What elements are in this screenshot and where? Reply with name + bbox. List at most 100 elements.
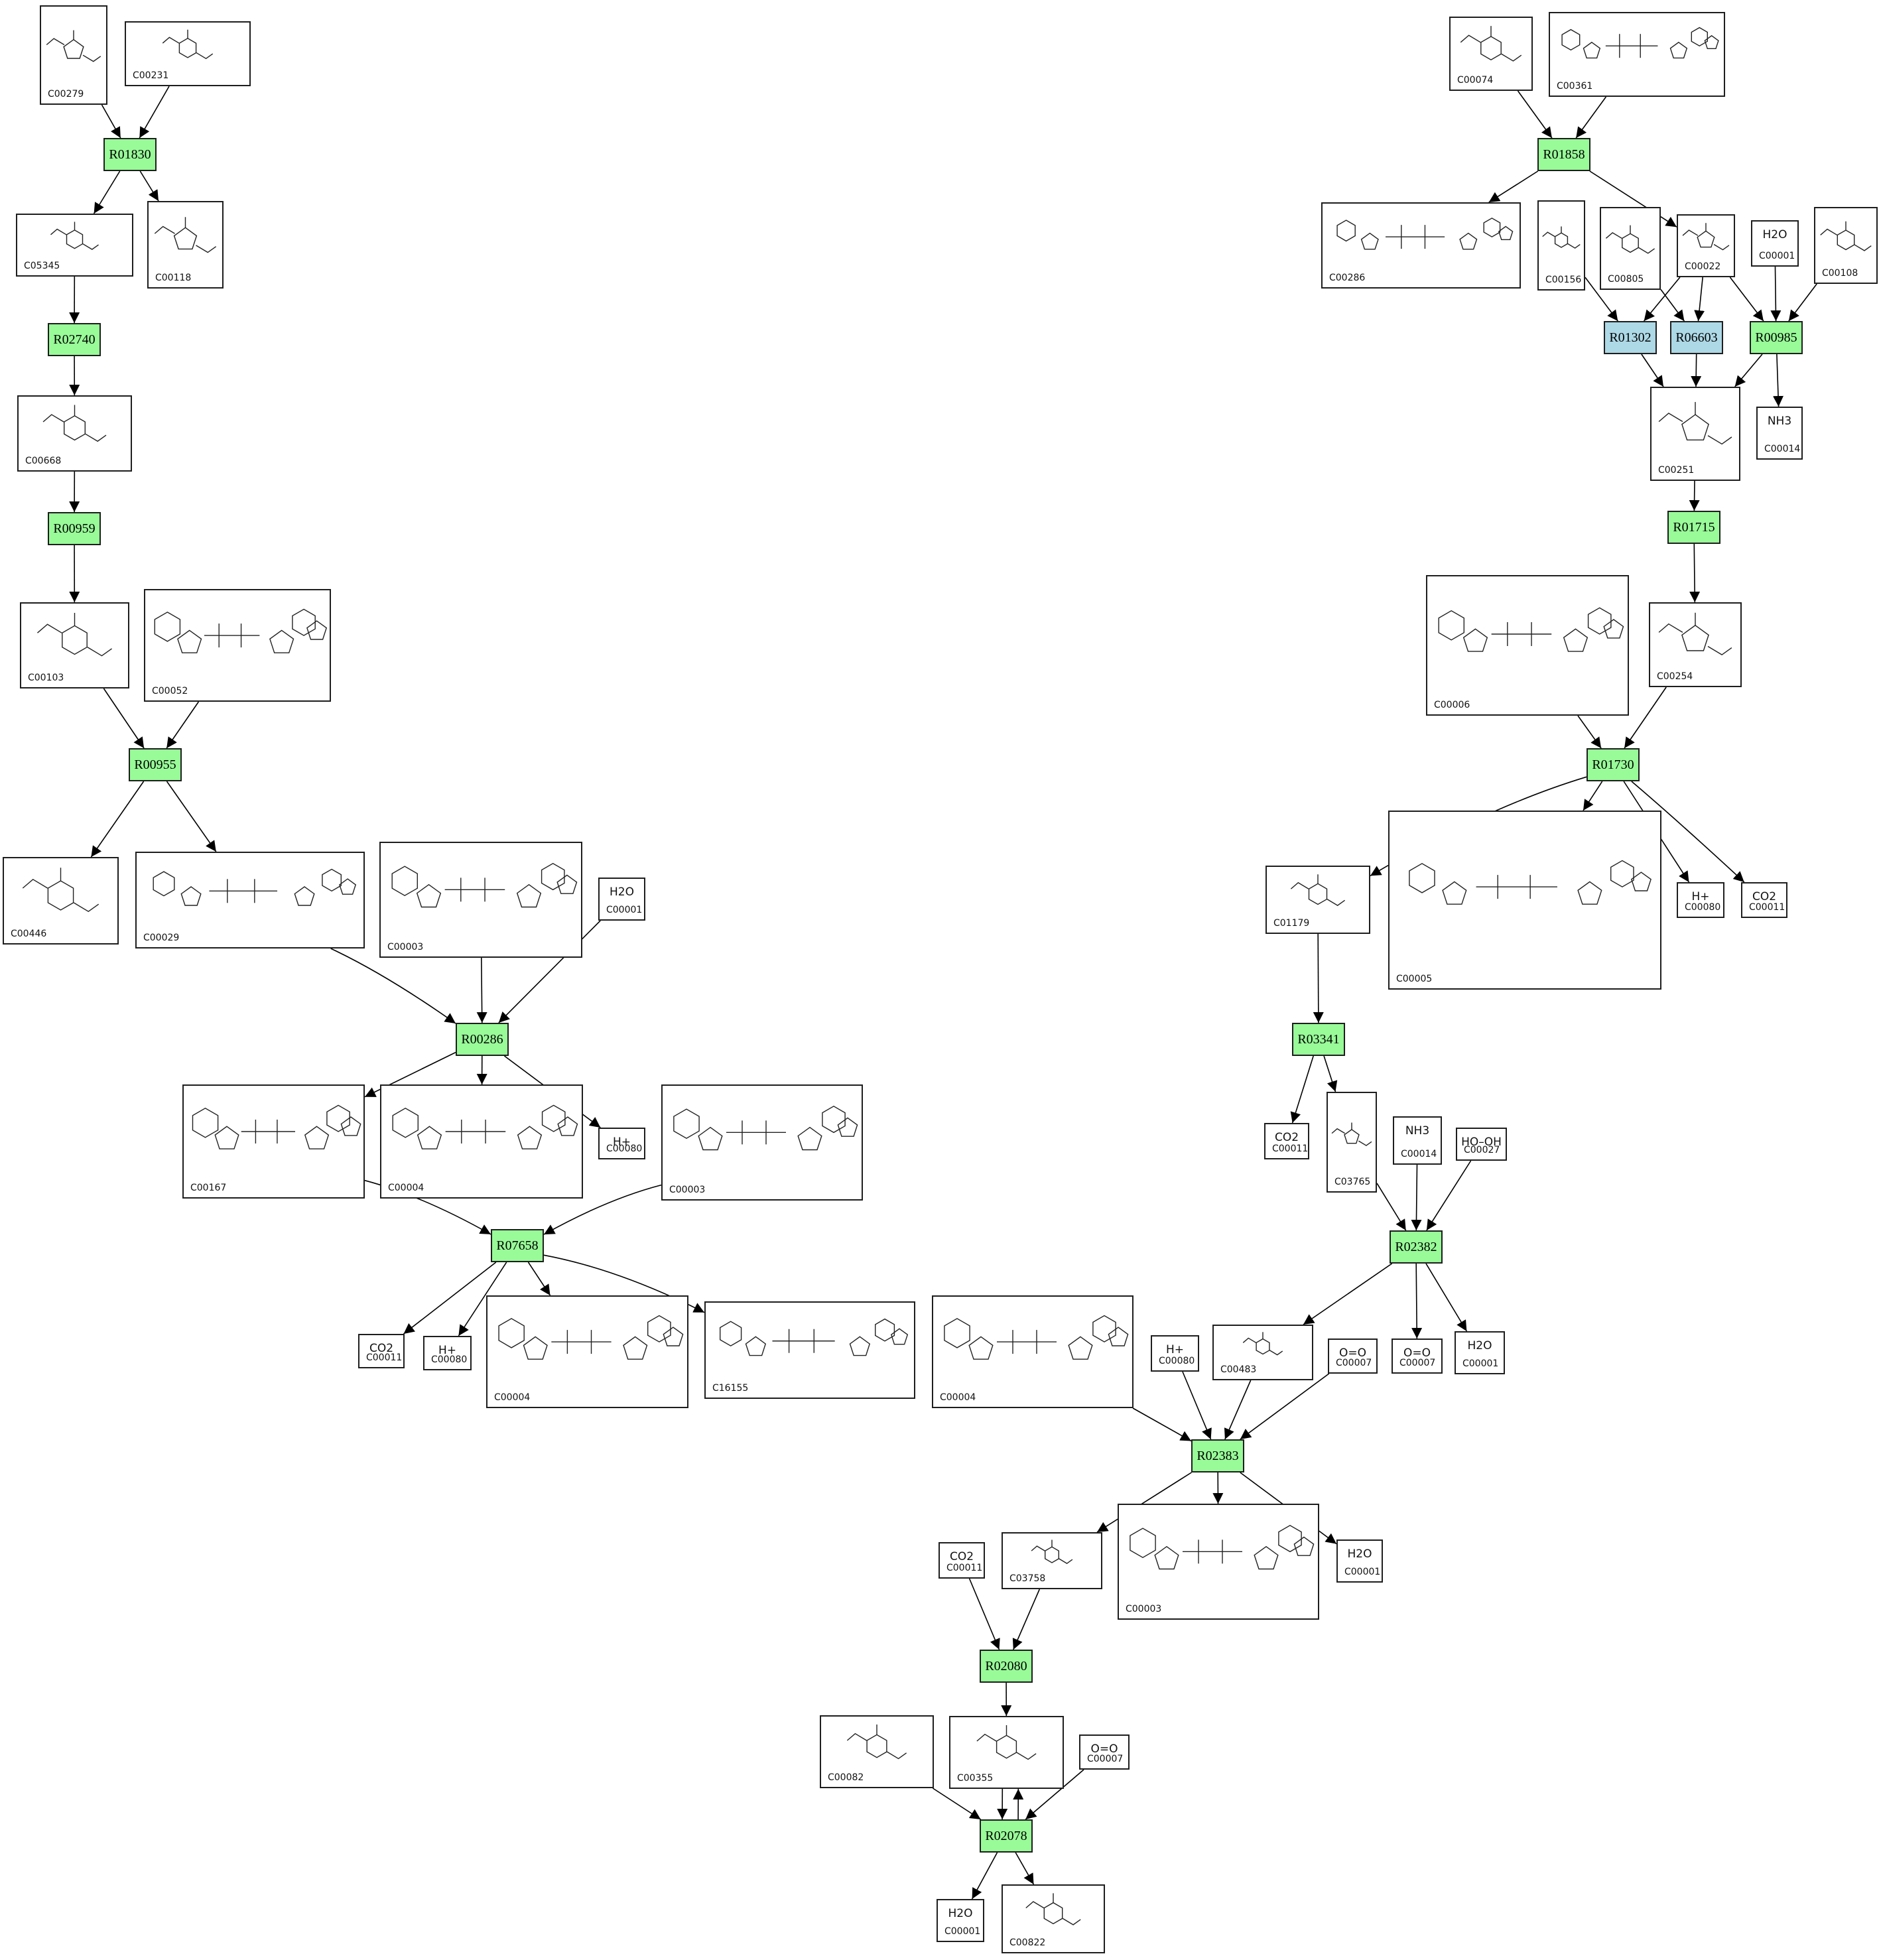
compound-id-label: C00007 bbox=[1399, 1358, 1436, 1368]
reaction-r02382[interactable]: R02382 bbox=[1390, 1230, 1443, 1264]
edge-r7-c25 bbox=[1589, 170, 1677, 228]
edge-c52-r17 bbox=[1025, 1769, 1084, 1820]
edge-r14-c45 bbox=[1425, 1263, 1468, 1332]
compound-id-label: C00156 bbox=[1545, 275, 1582, 285]
structure-drawing bbox=[154, 608, 328, 653]
reaction-r02383[interactable]: R02383 bbox=[1191, 1439, 1244, 1472]
structure-drawing bbox=[1025, 1893, 1081, 1926]
structure-drawing bbox=[846, 1724, 907, 1760]
reaction-r00286[interactable]: R00286 bbox=[456, 1023, 509, 1056]
compound-formula: H2O bbox=[1762, 228, 1787, 241]
reaction-r03341[interactable]: R03341 bbox=[1292, 1023, 1345, 1056]
compound-c00082: C00082 bbox=[820, 1715, 934, 1788]
compound-formula: H+ bbox=[612, 1136, 631, 1149]
edge-c20-r7 bbox=[1517, 90, 1553, 139]
edge-r10-c28 bbox=[1734, 354, 1763, 387]
edge-c11-r5 bbox=[498, 920, 601, 1023]
structure-drawing bbox=[1658, 612, 1732, 655]
compound-formula: HO–OH bbox=[1461, 1136, 1502, 1149]
compound-c00361: C00361 bbox=[1549, 12, 1725, 97]
compound-id-label: C16155 bbox=[712, 1383, 749, 1394]
compound-formula: H2O bbox=[1467, 1339, 1492, 1352]
compound-c00004: C00004 bbox=[380, 1084, 583, 1199]
compound-c00118: C00118 bbox=[147, 201, 224, 289]
structure-drawing bbox=[944, 1315, 1129, 1360]
reaction-r01830[interactable]: R01830 bbox=[103, 138, 157, 171]
compound-id-label: C00011 bbox=[1272, 1143, 1309, 1154]
compound-id-label: C00103 bbox=[28, 673, 64, 683]
structure-drawing bbox=[392, 1104, 578, 1149]
structure-drawing bbox=[391, 862, 578, 908]
edge-r5-c12 bbox=[364, 1051, 456, 1098]
reaction-r00959[interactable]: R00959 bbox=[48, 512, 101, 545]
compound-id-label: C00006 bbox=[1434, 700, 1470, 710]
compound-id-label: C00029 bbox=[143, 933, 180, 943]
compound-id-label: C00231 bbox=[133, 70, 169, 81]
compound-c00004: C00004 bbox=[932, 1295, 1134, 1408]
compound-c00108: C00108 bbox=[1814, 207, 1878, 284]
edge-c31-r12 bbox=[1624, 686, 1667, 749]
compound-id-label: C00001 bbox=[1344, 1567, 1381, 1577]
compound-id-label: C00011 bbox=[946, 1563, 983, 1573]
compound-id-label: C01179 bbox=[1273, 918, 1310, 929]
reaction-r02740[interactable]: R02740 bbox=[48, 323, 101, 356]
structure-drawing bbox=[42, 405, 107, 442]
structure-drawing bbox=[154, 217, 217, 253]
compound-formula: O=O bbox=[1338, 1346, 1366, 1360]
compound-c03758: C03758 bbox=[1002, 1532, 1102, 1589]
edge-r8-c28 bbox=[1641, 354, 1664, 387]
compound-c00003: C00003 bbox=[379, 842, 582, 958]
reaction-r01858[interactable]: R01858 bbox=[1537, 138, 1590, 171]
compound-id-label: C00080 bbox=[1685, 902, 1721, 913]
compound-id-label: C00014 bbox=[1764, 444, 1801, 454]
reaction-r02078[interactable]: R02078 bbox=[980, 1819, 1033, 1853]
edge-c21-r7 bbox=[1575, 96, 1607, 139]
reaction-r01302[interactable]: R01302 bbox=[1604, 321, 1657, 354]
reaction-r06603[interactable]: R06603 bbox=[1670, 321, 1723, 354]
reaction-r01730[interactable]: R01730 bbox=[1587, 748, 1640, 781]
compound-c16155: C16155 bbox=[704, 1301, 915, 1399]
structure-drawing bbox=[976, 1725, 1037, 1760]
reaction-r00985[interactable]: R00985 bbox=[1750, 321, 1803, 354]
compound-id-label: C03758 bbox=[1009, 1573, 1046, 1584]
edge-r6-c17 bbox=[458, 1262, 507, 1337]
compound-c00251: C00251 bbox=[1650, 387, 1740, 481]
edge-r17-c54 bbox=[1015, 1852, 1035, 1885]
compound-c00029: C00029 bbox=[135, 852, 365, 948]
compound-id-label: C00001 bbox=[1759, 251, 1795, 261]
structure-drawing bbox=[162, 29, 214, 60]
compound-c00668: C00668 bbox=[17, 395, 132, 472]
compound-c00074: C00074 bbox=[1449, 17, 1533, 91]
reaction-r01715[interactable]: R01715 bbox=[1667, 511, 1720, 544]
edge-c12-r6 bbox=[364, 1179, 491, 1235]
compound-c00052: C00052 bbox=[144, 589, 331, 702]
structure-drawing bbox=[1031, 1539, 1073, 1564]
reaction-r07658[interactable]: R07658 bbox=[491, 1229, 544, 1262]
edge-c32-r13 bbox=[1313, 933, 1324, 1023]
compound-formula: NH3 bbox=[1405, 1124, 1430, 1138]
compound-id-label: C00118 bbox=[155, 273, 192, 283]
edge-c1-r1 bbox=[101, 104, 121, 139]
structure-drawing bbox=[50, 222, 99, 250]
compound-c03765: C03765 bbox=[1327, 1092, 1377, 1193]
reaction-r00955[interactable]: R00955 bbox=[129, 748, 182, 781]
edge-c37-r14 bbox=[1376, 1183, 1407, 1231]
edge-r9-c28 bbox=[1691, 354, 1702, 387]
compound-c00003: C00003 bbox=[1118, 1504, 1319, 1620]
edge-c42-r15 bbox=[1224, 1380, 1252, 1440]
reaction-r02080[interactable]: R02080 bbox=[980, 1650, 1033, 1683]
compound-id-label: C00251 bbox=[1658, 465, 1695, 476]
compound-id-label: C00003 bbox=[1126, 1604, 1162, 1614]
compound-c00355: C00355 bbox=[949, 1716, 1064, 1789]
edge-c23-r8 bbox=[1585, 277, 1618, 322]
compound-id-label: C00022 bbox=[1685, 261, 1721, 272]
structure-drawing bbox=[1561, 27, 1719, 59]
